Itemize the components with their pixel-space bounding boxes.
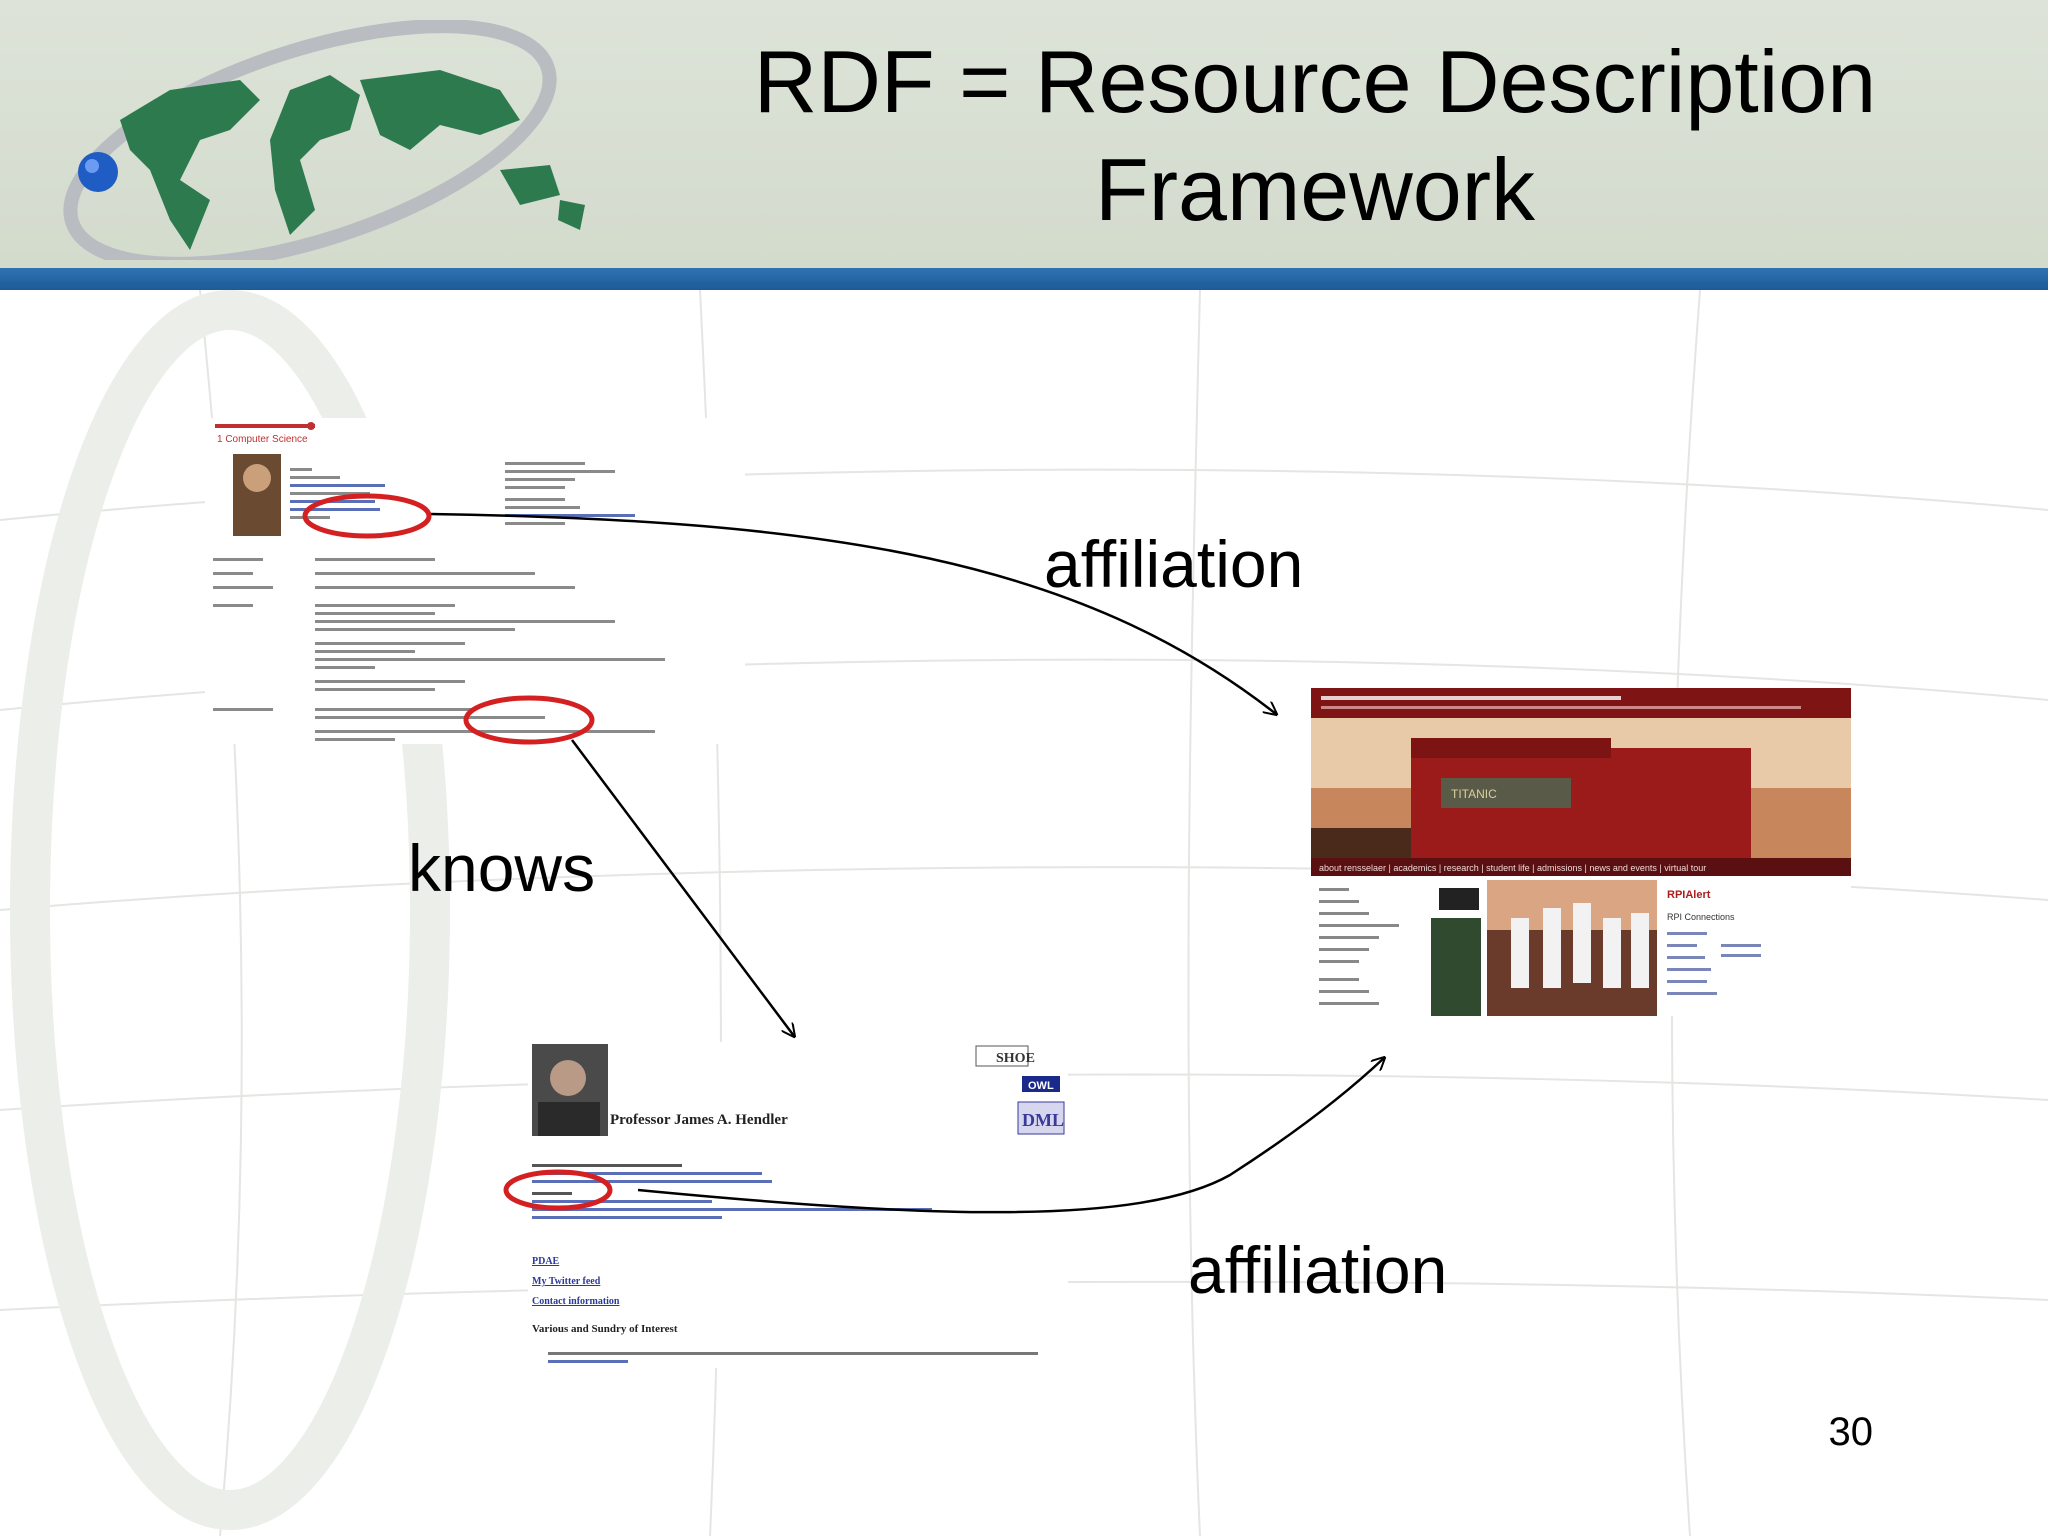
- edge-affiliation-1-arrow: [429, 512, 1276, 714]
- hendler-link-pdae: PDAE: [532, 1256, 560, 1267]
- hendler-page-screenshot: Professor James A. Hendler SHOE OWL DML …: [528, 1042, 1068, 1368]
- profile-page-screenshot: 1 Computer Science: [205, 418, 745, 744]
- rpi-website-screenshot: TITANIC about rensselaer | academics | r…: [1311, 688, 1851, 1016]
- edge-knows-arrow: [571, 739, 794, 1036]
- hendler-page-content: Professor James A. Hendler SHOE OWL DML …: [532, 1044, 1065, 1363]
- rpi-connections-label: RPI Connections: [1667, 912, 1735, 922]
- hendler-link-contact: Contact information: [532, 1296, 620, 1307]
- edge-label-affiliation-2: affiliation: [1188, 1233, 1448, 1307]
- profile-header: 1 Computer Science: [217, 434, 308, 445]
- slide-number: 30: [1828, 1410, 1874, 1454]
- shoe-badge: SHOE: [996, 1051, 1035, 1066]
- profile-page-content: 1 Computer Science: [213, 422, 665, 741]
- hendler-name: Professor James A. Hendler: [610, 1112, 788, 1128]
- edge-affiliation-2-arrow: [637, 1058, 1384, 1214]
- rpi-nav-bar: about rensselaer | academics | research …: [1319, 863, 1706, 873]
- hendler-link-twitter: My Twitter feed: [532, 1276, 601, 1287]
- edge-label-knows: knows: [408, 831, 596, 905]
- owl-badge: OWL: [1028, 1080, 1054, 1092]
- title-line-2: Framework: [1094, 140, 1536, 239]
- hendler-section-title: Various and Sundry of Interest: [532, 1323, 678, 1335]
- globe-logo-icon: [63, 20, 585, 260]
- title-line-1: RDF = Resource Description: [753, 32, 1877, 131]
- dml-badge: DML: [1022, 1110, 1064, 1130]
- rpi-alert-label: RPIAlert: [1667, 889, 1711, 901]
- highlight-circle-affiliation-link: [302, 493, 432, 539]
- background-grid: [0, 290, 2048, 1536]
- slide-title: RDF = Resource Description Framework: [700, 28, 1930, 244]
- highlight-circle-knows-link: [463, 695, 595, 745]
- svg-text:TITANIC: TITANIC: [1451, 787, 1497, 801]
- highlight-circle-hendler-affiliation: [503, 1169, 613, 1211]
- header-divider: [0, 268, 2048, 290]
- rpi-website-content: TITANIC about rensselaer | academics | r…: [1311, 688, 1851, 1016]
- edge-label-affiliation-1: affiliation: [1044, 527, 1304, 601]
